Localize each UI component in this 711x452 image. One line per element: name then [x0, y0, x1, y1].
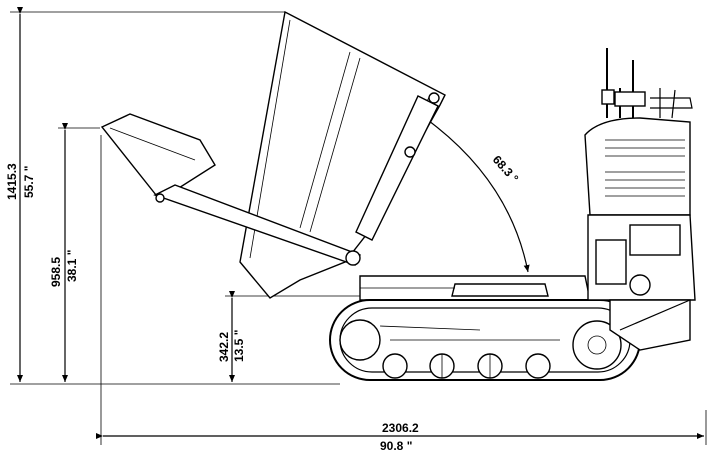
skip-lowered [100, 113, 361, 266]
total-height-mm-label: 1415.3 [5, 163, 19, 200]
chassis [359, 275, 591, 301]
length-in-label: 90.8 " [380, 439, 412, 452]
total-height-in-label: 55.7 " [22, 166, 36, 198]
dimension-length: 2306.2 90.8 " [96, 135, 707, 452]
dimension-total-height: 1415.3 55.7 " [5, 7, 340, 385]
length-mm-label: 2306.2 [382, 421, 419, 435]
raised-height-mm-label: 958.5 [49, 257, 63, 287]
track-assembly [329, 299, 641, 381]
control-levers [601, 48, 693, 119]
dump-angle-label: 68.3 ° [490, 153, 522, 186]
deck-height-mm-label: 342.2 [217, 332, 231, 362]
dimension-deck-height: 342.2 13.5 " [217, 291, 360, 382]
skip-raised [239, 10, 446, 299]
dimension-dump-angle: 68.3 ° [417, 111, 530, 273]
raised-height-in-label: 38.1 " [65, 250, 79, 282]
deck-height-in-label: 13.5 " [232, 330, 246, 362]
engine-housing [584, 117, 696, 351]
dimension-raised-height: 958.5 38.1 " [49, 123, 100, 382]
